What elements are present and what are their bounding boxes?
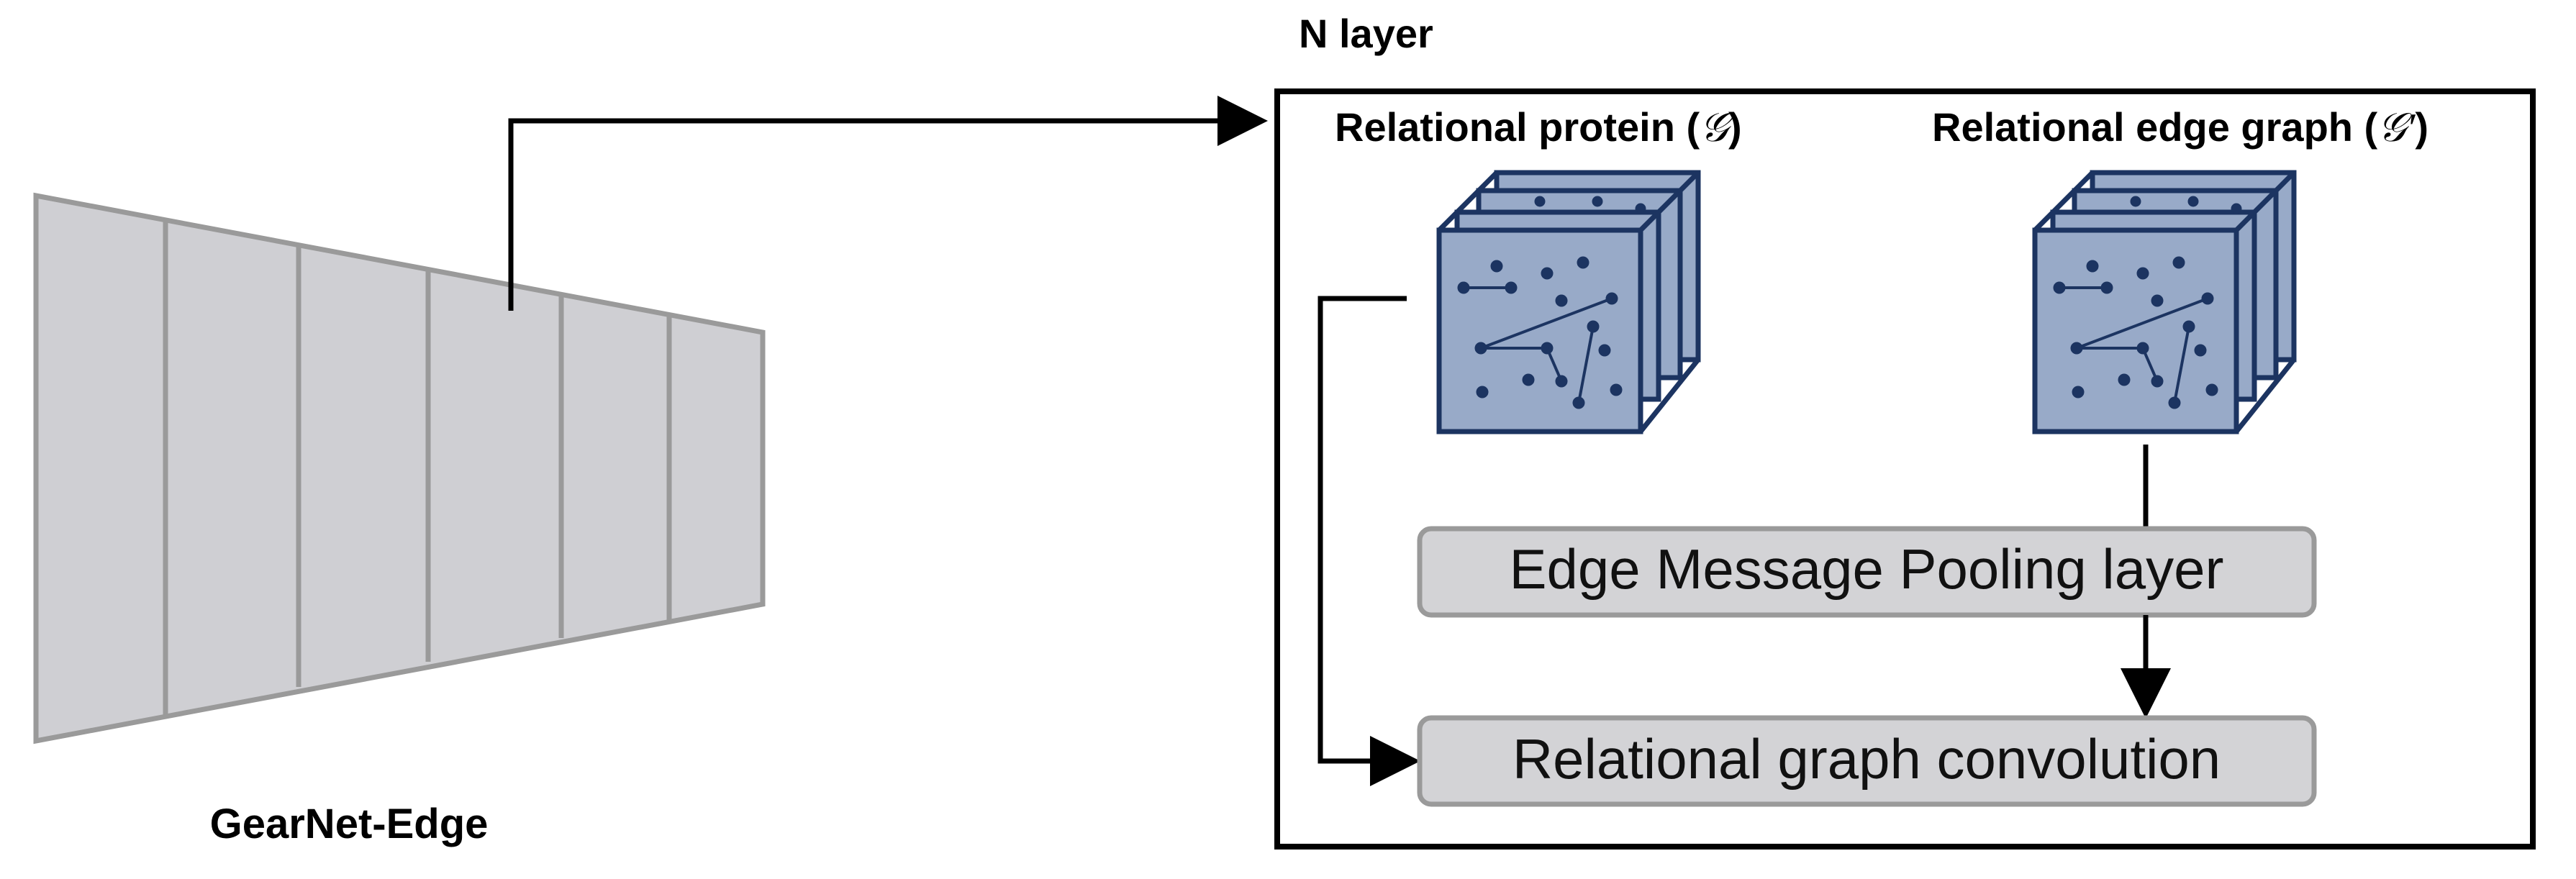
- model-name: GearNet-Edge: [210, 801, 489, 847]
- relational-graph-convolution: [1417, 715, 2317, 807]
- layer-title: N layer: [1299, 11, 1433, 56]
- layer-box: [1274, 88, 2536, 850]
- protein-graph-label: Relational protein (𝒢): [1335, 104, 1742, 150]
- protein-to-convolution-arrow: [1318, 296, 1420, 786]
- expand-arrow: [508, 96, 1268, 311]
- gearnet-edge-network: [33, 192, 766, 744]
- network-trapezoid: [33, 192, 766, 744]
- edge-graph-cube-icon: [2032, 170, 2297, 434]
- edge-graph-label: Relational edge graph (𝒢′): [1932, 104, 2428, 150]
- protein-graph-cube-icon: [1436, 170, 1701, 434]
- edge-message-pooling-layer: [1417, 526, 2317, 618]
- convolution-label: Relational graph convolution: [1513, 727, 2221, 791]
- pooling-layer-label: Edge Message Pooling layer: [1510, 537, 2224, 601]
